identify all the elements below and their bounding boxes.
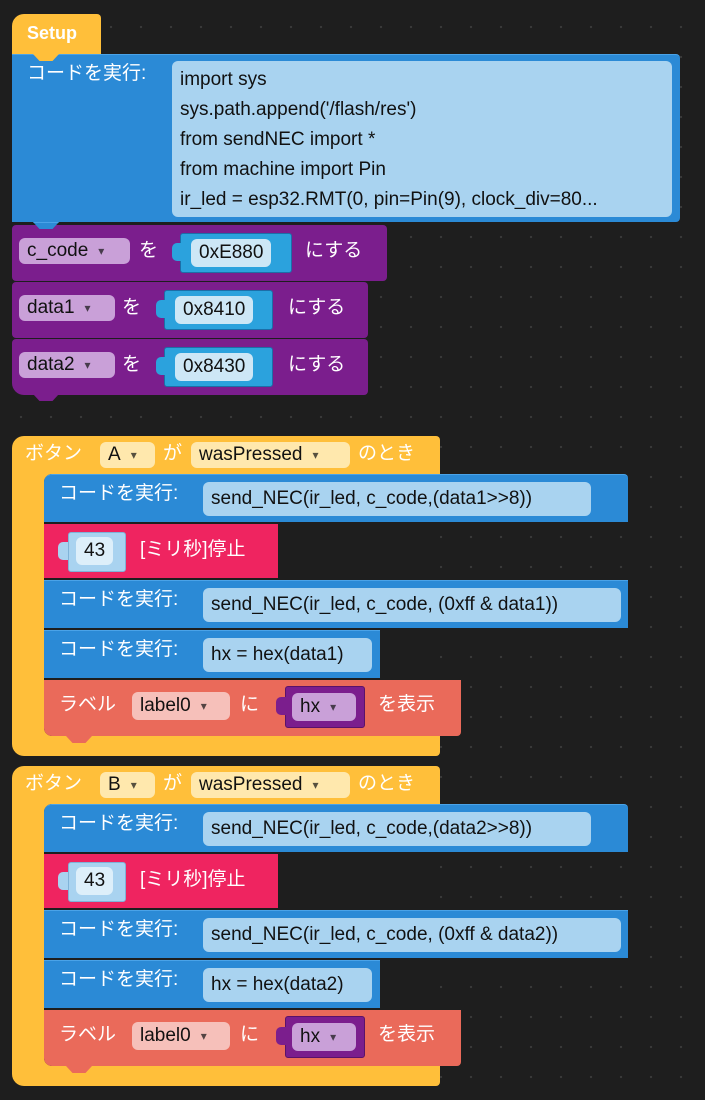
code-line: import sys — [180, 69, 267, 90]
variable-dropdown[interactable]: data1 — [19, 295, 115, 321]
toki-label: のとき — [358, 443, 416, 464]
suru-label: にする — [305, 240, 363, 261]
variable-dropdown[interactable]: hx — [292, 693, 356, 721]
exec-label: コードを実行: — [59, 969, 179, 990]
ni-label: に — [240, 1024, 260, 1045]
label-dropdown[interactable]: label0 — [132, 692, 230, 720]
code-field[interactable]: hx = hex(data2) — [203, 968, 372, 1002]
code-line: ir_led = esp32.RMT(0, pin=Pin(9), clock_… — [180, 189, 598, 210]
variable-dropdown[interactable]: data2 — [19, 352, 115, 378]
suru-label: にする — [288, 297, 346, 318]
toki-label: のとき — [358, 773, 416, 794]
button-dropdown[interactable]: B — [100, 772, 155, 798]
notch — [33, 54, 59, 61]
ni-label: に — [240, 694, 260, 715]
wo-label: を — [122, 354, 142, 375]
notch — [33, 222, 59, 229]
exec-label: コードを実行: — [59, 639, 179, 660]
suru-label: にする — [288, 354, 346, 375]
code-field[interactable]: send_NEC(ir_led, c_code,(data1>>8)) — [203, 482, 591, 516]
button-a-event-block[interactable]: ボタン A が wasPressed のとき コードを実行: send_NEC(… — [0, 436, 705, 756]
button-b-event-block[interactable]: ボタン B が wasPressed のとき コードを実行: send_NEC(… — [0, 766, 705, 1086]
exec-label: コードを実行: — [59, 589, 179, 610]
code-line: sys.path.append('/flash/res') — [180, 99, 417, 120]
setup-block[interactable] — [12, 14, 101, 58]
code-field[interactable]: send_NEC(ir_led, c_code, (0xff & data2)) — [203, 918, 621, 952]
variable-dropdown[interactable]: c_code — [19, 238, 130, 264]
ga-label: が — [163, 773, 183, 794]
event-dropdown[interactable]: wasPressed — [191, 772, 350, 798]
show-label: を表示 — [378, 1024, 436, 1045]
button-label: ボタン — [25, 773, 83, 794]
label-word: ラベル — [59, 694, 117, 715]
exec-label: コードを実行: — [59, 483, 179, 504]
wait-value-field[interactable]: 43 — [76, 867, 114, 895]
label-show-block[interactable] — [44, 1010, 461, 1066]
wo-label: を — [139, 240, 159, 261]
code-field[interactable]: hx = hex(data1) — [203, 638, 372, 672]
code-line: from machine import Pin — [180, 159, 386, 180]
hex-value-field[interactable]: 0x8410 — [175, 296, 254, 324]
notch — [66, 736, 92, 743]
setup-code-field[interactable]: import sys sys.path.append('/flash/res')… — [172, 61, 672, 217]
ga-label: が — [163, 443, 183, 464]
label-show-block[interactable] — [44, 680, 461, 736]
exec-label: コードを実行: — [59, 919, 179, 940]
event-dropdown[interactable]: wasPressed — [191, 442, 350, 468]
exec-label: コードを実行: — [27, 63, 147, 84]
notch — [33, 394, 59, 401]
wait-label: [ミリ秒]停止 — [140, 539, 246, 560]
label-dropdown[interactable]: label0 — [132, 1022, 230, 1050]
wo-label: を — [122, 297, 142, 318]
exec-label: コードを実行: — [59, 813, 179, 834]
hex-value-field[interactable]: 0x8430 — [175, 353, 254, 381]
button-dropdown[interactable]: A — [100, 442, 155, 468]
label-word: ラベル — [59, 1024, 117, 1045]
notch — [66, 1066, 92, 1073]
variable-dropdown[interactable]: hx — [292, 1023, 356, 1051]
code-field[interactable]: send_NEC(ir_led, c_code,(data2>>8)) — [203, 812, 591, 846]
button-label: ボタン — [25, 443, 83, 464]
hex-value-field[interactable]: 0xE880 — [191, 239, 272, 267]
wait-value-field[interactable]: 43 — [76, 537, 114, 565]
wait-label: [ミリ秒]停止 — [140, 869, 246, 890]
show-label: を表示 — [378, 694, 436, 715]
code-field[interactable]: send_NEC(ir_led, c_code, (0xff & data1)) — [203, 588, 621, 622]
setup-label: Setup — [27, 23, 78, 43]
code-line: from sendNEC import * — [180, 129, 376, 150]
